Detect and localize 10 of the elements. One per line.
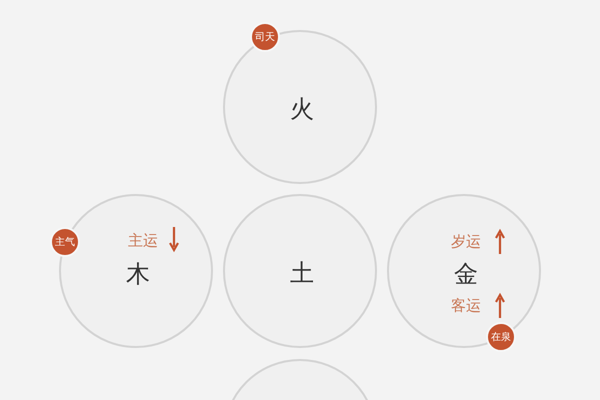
badge-circle: 主气: [50, 227, 80, 257]
element-label: 木: [126, 262, 150, 286]
element-label: 金: [454, 262, 478, 286]
phase-label: 主运: [128, 234, 158, 248]
badge-circle: 司天: [250, 22, 280, 52]
element-label: 土: [290, 261, 314, 285]
phase-label: 岁运: [451, 234, 481, 250]
phase-label: 客运: [451, 298, 481, 314]
badge-circle: 在泉: [486, 322, 516, 352]
element-label: 火: [290, 97, 314, 121]
